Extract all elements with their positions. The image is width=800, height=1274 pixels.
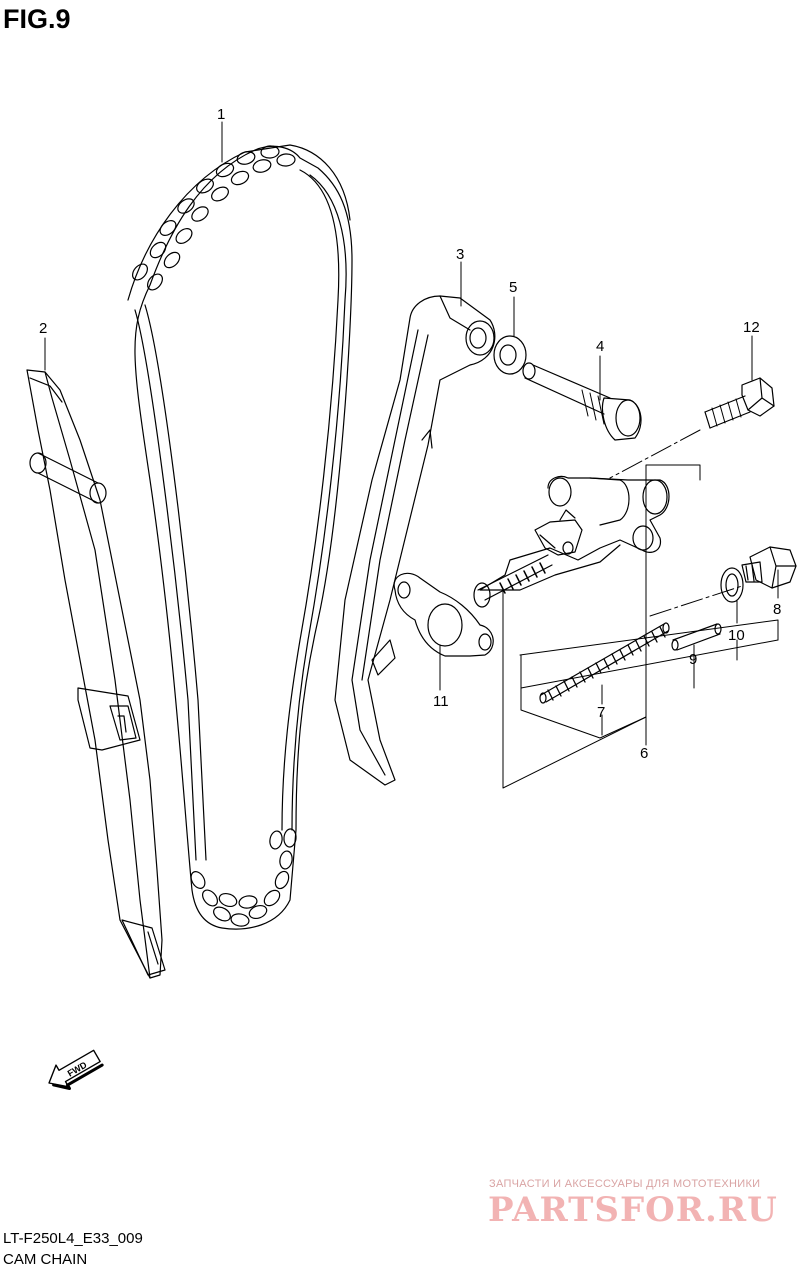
callout-2: 2 — [39, 320, 47, 337]
spring-7 — [539, 622, 670, 704]
alignment-lines — [609, 429, 743, 617]
callout-5: 5 — [509, 279, 517, 296]
chain-guide — [26, 369, 166, 979]
watermark-logo: PARTSFOR.RU — [488, 1190, 778, 1230]
callout-labels: 1 2 3 4 5 6 7 8 9 10 11 12 — [39, 106, 781, 762]
callout-8: 8 — [773, 601, 781, 618]
chain-links-bottom — [190, 828, 297, 927]
gasket-11 — [393, 572, 494, 657]
callout-12: 12 — [743, 319, 760, 336]
leader-lines — [44, 121, 779, 746]
cam-chain — [127, 144, 353, 930]
cap-bolt-8 — [741, 546, 797, 589]
pivot-bolt — [522, 362, 642, 441]
callout-6: 6 — [640, 745, 648, 762]
washer-10 — [720, 567, 744, 603]
tensioner-arm — [334, 295, 496, 786]
drawing-name: CAM CHAIN — [3, 1251, 88, 1268]
callout-4: 4 — [596, 338, 604, 355]
figure-title: FIG.9 — [3, 4, 71, 34]
callout-7: 7 — [597, 704, 605, 721]
callout-11: 11 — [433, 693, 449, 710]
bolt-12 — [704, 377, 775, 429]
callout-3: 3 — [456, 246, 464, 263]
fwd-arrow-icon: FWD — [48, 1049, 104, 1090]
chain-links-top — [132, 145, 296, 291]
callout-1: 1 — [217, 106, 225, 123]
pin-9 — [671, 623, 722, 651]
tensioner-body — [473, 475, 670, 608]
callout-10: 10 — [728, 627, 745, 644]
drawing-code: LT-F250L4_E33_009 — [3, 1230, 143, 1247]
watermark-tagline: ЗАПЧАСТИ И АКСЕССУАРЫ ДЛЯ МОТОТЕХНИКИ — [489, 1178, 761, 1190]
washer-5 — [493, 335, 527, 375]
callout-9: 9 — [689, 651, 697, 668]
assembly-bracket — [502, 464, 779, 789]
